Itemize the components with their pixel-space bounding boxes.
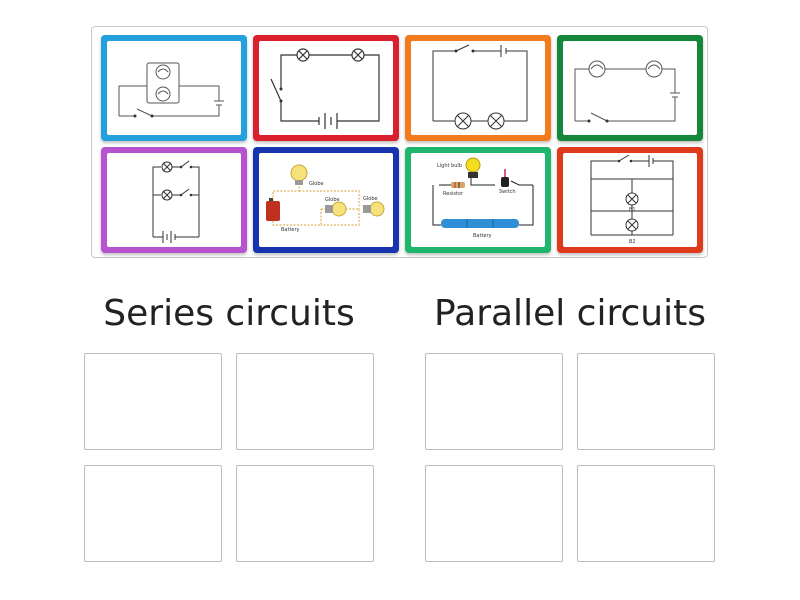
b2-label: B2 xyxy=(629,239,636,245)
circuit-diagram-5 xyxy=(107,153,241,247)
globe-label: Globe xyxy=(309,181,324,187)
series-drop-slot-2[interactable] xyxy=(236,353,374,450)
series-circuits-heading: Series circuits xyxy=(103,293,355,334)
circuit-diagram-2 xyxy=(259,41,393,135)
card-tray: Globe Globe Globe Battery xyxy=(91,26,708,258)
bulb-icon xyxy=(290,164,308,182)
circuit-card-4[interactable] xyxy=(557,35,703,141)
circuit-diagram-8: B1 B2 xyxy=(563,153,697,247)
circuit-diagram-7: Light bulb Resistor Switch Battery xyxy=(411,153,545,247)
parallel-drop-slot-2[interactable] xyxy=(577,353,715,450)
circuit-card-5[interactable] xyxy=(101,147,247,253)
switch-icon xyxy=(501,177,509,187)
b1-label: B1 xyxy=(629,207,636,213)
battery-icon xyxy=(441,219,519,228)
parallel-circuits-heading: Parallel circuits xyxy=(434,293,706,334)
resistor-icon xyxy=(451,182,465,188)
circuit-card-8[interactable]: B1 B2 xyxy=(557,147,703,253)
series-drop-slot-3[interactable] xyxy=(84,465,222,562)
resistor-label: Resistor xyxy=(443,191,464,197)
circuit-diagram-4 xyxy=(563,41,697,135)
battery-label: Battery xyxy=(281,227,300,233)
parallel-drop-slot-3[interactable] xyxy=(425,465,563,562)
bulb-icon xyxy=(465,157,481,173)
battery-label: Battery xyxy=(473,233,492,239)
circuit-card-2[interactable] xyxy=(253,35,399,141)
switch-label: Switch xyxy=(499,189,516,195)
circuit-diagram-3 xyxy=(411,41,545,135)
series-drop-slot-4[interactable] xyxy=(236,465,374,562)
parallel-drop-slot-4[interactable] xyxy=(577,465,715,562)
circuit-diagram-6: Globe Globe Globe Battery xyxy=(259,153,393,247)
series-drop-slot-1[interactable] xyxy=(84,353,222,450)
globe-label: Globe xyxy=(325,197,340,203)
globe-label: Globe xyxy=(363,196,378,202)
circuit-card-6[interactable]: Globe Globe Globe Battery xyxy=(253,147,399,253)
circuit-diagram-1 xyxy=(107,41,241,135)
light-bulb-label: Light bulb xyxy=(437,163,462,169)
circuit-card-1[interactable] xyxy=(101,35,247,141)
battery-icon xyxy=(266,201,280,221)
circuit-card-7[interactable]: Light bulb Resistor Switch Battery xyxy=(405,147,551,253)
circuit-card-3[interactable] xyxy=(405,35,551,141)
parallel-drop-slot-1[interactable] xyxy=(425,353,563,450)
